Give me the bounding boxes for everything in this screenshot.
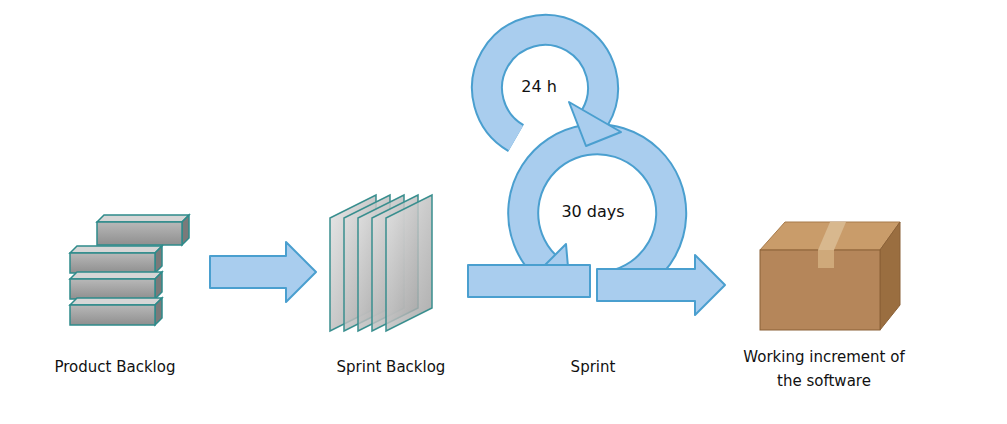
caption-text: Product Backlog (30, 355, 200, 379)
slab-front (70, 253, 155, 273)
slab-side (155, 272, 162, 299)
backlog-sheet (386, 195, 432, 331)
duration-label: 24 h (521, 77, 557, 97)
duration-label: 30 days (561, 202, 624, 222)
caption-node: Sprint Backlog (306, 355, 476, 379)
sprint-sheets (330, 195, 432, 331)
slab-top (70, 272, 162, 279)
caption-text: Sprint (543, 355, 643, 379)
backlog-stack (70, 215, 189, 325)
slab-side (155, 246, 162, 273)
daily-loop (487, 30, 621, 146)
slab-side (182, 215, 189, 245)
slab-top (70, 246, 162, 253)
caption-text: Sprint Backlog (306, 355, 476, 379)
flow-arrow (210, 242, 316, 302)
slab-front (97, 222, 182, 245)
flow-arrow (468, 265, 590, 297)
slab-side (155, 298, 162, 325)
caption-text: Working increment of the software (734, 345, 914, 393)
caption-node: Working increment of the software (734, 345, 914, 393)
flow-arrow (597, 255, 725, 315)
caption-node: Sprint (543, 355, 643, 379)
caption-node: Product Backlog (30, 355, 200, 379)
slab-front (70, 305, 155, 325)
software-box (760, 222, 900, 330)
slab-front (70, 279, 155, 299)
slab-top (70, 298, 162, 305)
slab-top (97, 215, 189, 222)
